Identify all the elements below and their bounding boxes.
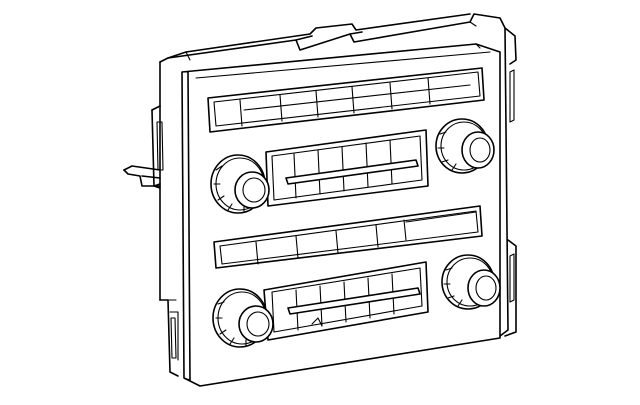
knob-lower-right: [441, 254, 501, 310]
knob-upper-left: [210, 154, 270, 214]
side-slot-right: [509, 69, 515, 303]
button-strip-lower: [263, 261, 429, 341]
button-strip-top: [207, 67, 485, 133]
button-strip-upper-middle: [265, 129, 429, 207]
knob-lower-left: [212, 288, 274, 348]
mounting-bracket: [123, 165, 161, 187]
button-strip-middle: [213, 205, 483, 269]
rear-housing: [151, 13, 517, 377]
knob-upper-right: [435, 118, 495, 174]
